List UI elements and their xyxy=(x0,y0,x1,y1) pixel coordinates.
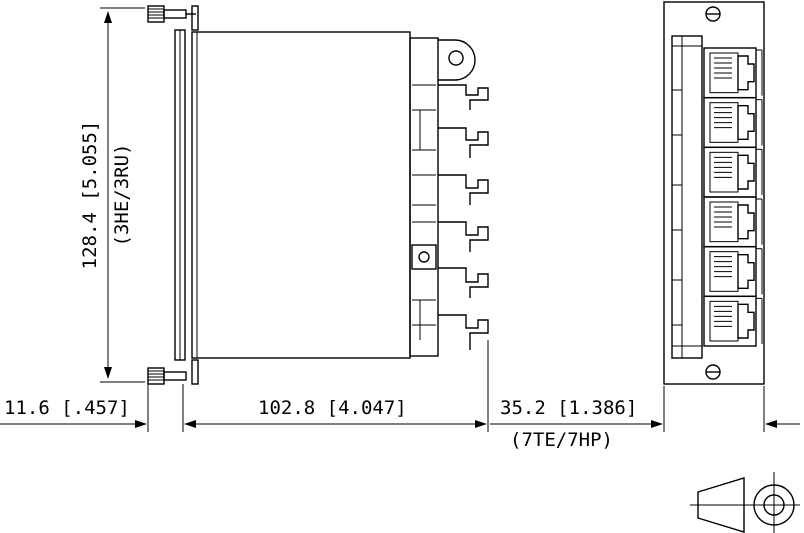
center-latch xyxy=(411,244,437,270)
side-view xyxy=(147,5,489,385)
rj45-port xyxy=(703,146,763,198)
depth-dimension: 102.8 [4.047] xyxy=(258,397,407,419)
third-angle-projection-icon xyxy=(690,472,800,533)
rj45-port-array xyxy=(703,47,763,347)
rj45-port xyxy=(703,196,763,248)
height-units-label: (3HE/3RU) xyxy=(111,144,133,247)
front-view xyxy=(663,1,765,385)
width-units-label: (7TE/7HP) xyxy=(510,429,613,451)
mount-hole-icon xyxy=(448,50,464,66)
rear-bracket xyxy=(409,37,439,357)
height-dimension-label: 128.4 [5.055] xyxy=(79,121,101,270)
bottom-captive-screw-icon xyxy=(147,359,199,385)
rj45-port xyxy=(703,295,763,347)
module-body xyxy=(191,31,411,359)
front-panel xyxy=(663,1,765,385)
rj45-port xyxy=(703,96,763,149)
bottom-dimensions: 11.6 [.457] 102.8 [4.047] xyxy=(0,340,489,432)
width-dimension-label: 35.2 [1.386] xyxy=(500,397,637,419)
width-dimension: 35.2 [1.386] (7TE/7HP) xyxy=(490,386,800,451)
rj45-port xyxy=(703,245,763,298)
rear-connector-tabs xyxy=(438,84,489,350)
left-offset-dimension: 11.6 [.457] xyxy=(4,397,130,419)
top-captive-screw-icon xyxy=(147,5,199,31)
height-dimension: 128.4 [5.055] (3HE/3RU) xyxy=(79,7,145,383)
rj45-port xyxy=(703,47,763,99)
